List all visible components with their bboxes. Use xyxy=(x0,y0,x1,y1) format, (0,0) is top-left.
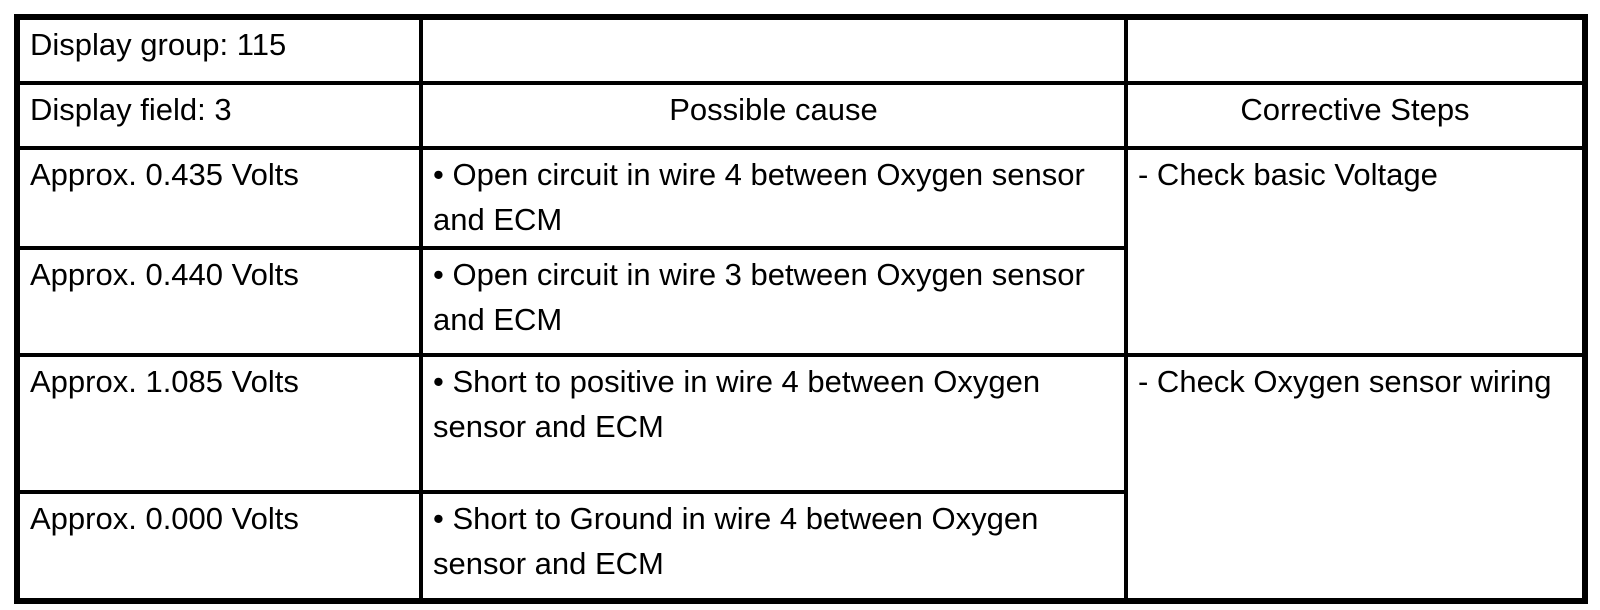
table-row: Approx. 0.000 Volts • Short to Ground in… xyxy=(15,489,1585,603)
table-row: Approx. 0.440 Volts • Open circuit in wi… xyxy=(15,245,1585,357)
possible-cause-header: Possible cause xyxy=(419,81,1128,150)
possible-cause-cell: • Open circuit in wire 4 between Oxygen … xyxy=(419,146,1128,250)
corrective-step-cell: - Check basic Voltage xyxy=(1124,146,1587,357)
table-row: Display group: 115 xyxy=(15,15,1587,85)
table-row: Approx. 0.435 Volts • Open circuit in wi… xyxy=(15,146,1587,357)
possible-cause-cell: • Short to Ground in wire 4 between Oxyg… xyxy=(419,489,1128,603)
display-field-cell: Display field: 3 xyxy=(15,81,423,150)
corrective-step-cell: - Check Oxygen sensor wiring xyxy=(1124,352,1587,603)
possible-cause-cell: • Open circuit in wire 3 between Oxygen … xyxy=(419,245,1128,357)
diagnostic-table: Display group: 115 Display field: 3 Poss… xyxy=(14,14,1588,604)
voltage-value-cell: Approx. 0.435 Volts xyxy=(15,146,423,250)
voltage-value-cell: Approx. 1.085 Volts xyxy=(15,352,423,494)
empty-cause-cell xyxy=(419,15,1128,85)
empty-corrective-cell xyxy=(1124,15,1587,85)
voltage-value-cell: Approx. 0.440 Volts xyxy=(15,245,423,357)
display-group-cell: Display group: 115 xyxy=(15,15,423,85)
table-row: Display field: 3 Possible cause Correcti… xyxy=(15,81,1587,150)
voltage-value-cell: Approx. 0.000 Volts xyxy=(15,489,423,603)
corrective-steps-header: Corrective Steps xyxy=(1124,81,1587,150)
possible-cause-cell: • Short to positive in wire 4 between Ox… xyxy=(419,352,1128,494)
table-row: Approx. 1.085 Volts • Short to positive … xyxy=(15,352,1587,603)
